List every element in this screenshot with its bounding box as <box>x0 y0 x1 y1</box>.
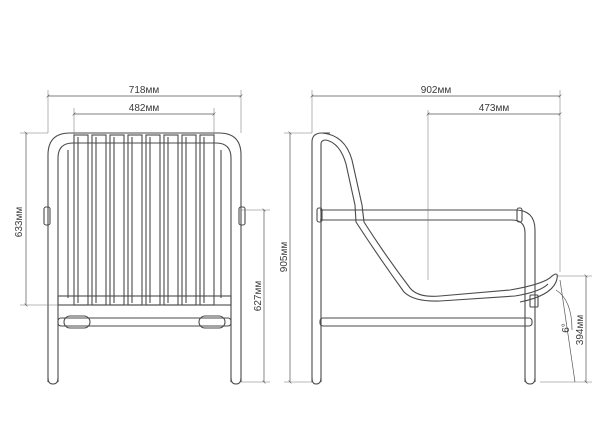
front-frame-inner <box>57 142 232 382</box>
front-seat-beam <box>57 295 232 306</box>
dim-seat-angle: 6° <box>555 279 576 383</box>
front-arm-pad-left <box>43 206 51 226</box>
label-front-width: 718мм <box>129 85 160 96</box>
front-view <box>43 132 246 385</box>
side-foot-back <box>311 377 322 385</box>
dim-side-height: 905мм <box>279 131 312 384</box>
dim-seat-width: 482мм <box>72 103 216 135</box>
label-seat-height: 394мм <box>575 315 586 346</box>
dim-side-depth: 902мм <box>310 85 562 272</box>
side-seat-clip <box>529 294 539 308</box>
front-stretcher-joint-left <box>63 315 91 329</box>
side-backrest-inner <box>325 139 356 206</box>
side-arm-rail-outer <box>320 209 536 382</box>
side-view <box>311 132 558 385</box>
side-arm-pad-back <box>316 207 323 223</box>
front-stretcher <box>57 317 232 327</box>
side-back-post-inner <box>320 139 327 382</box>
front-stretcher-joint-right <box>198 315 226 329</box>
side-stretcher <box>319 317 533 327</box>
dim-arm-height: 633мм <box>14 131 58 307</box>
side-back-post-outer <box>311 132 330 382</box>
front-frame-outer <box>47 132 242 382</box>
label-seat-angle: 6° <box>561 323 572 333</box>
label-arm-height: 633мм <box>14 207 25 238</box>
side-seat-sling-outer <box>361 204 558 303</box>
front-foot-left <box>47 377 59 385</box>
dim-seat-height: 394мм <box>540 274 592 384</box>
front-foot-right <box>230 377 242 385</box>
label-side-height: 905мм <box>279 242 290 273</box>
front-arm-pad-right <box>238 206 246 226</box>
side-arm-pad-front <box>516 207 523 223</box>
dim-front-width: 718мм <box>46 85 243 133</box>
side-foot-front <box>524 377 536 385</box>
front-seat-slats <box>73 134 215 306</box>
side-arm-rail-inner <box>320 219 526 382</box>
label-back-height: 627мм <box>253 281 264 312</box>
side-backrest-outer <box>321 132 363 206</box>
side-seat-sling-inner <box>354 204 549 302</box>
dim-seat-depth: 473мм <box>426 103 562 280</box>
label-seat-width: 482мм <box>129 103 160 114</box>
label-side-depth: 902мм <box>421 85 452 96</box>
dim-back-height: 627мм <box>241 208 270 384</box>
label-seat-depth: 473мм <box>479 103 510 114</box>
